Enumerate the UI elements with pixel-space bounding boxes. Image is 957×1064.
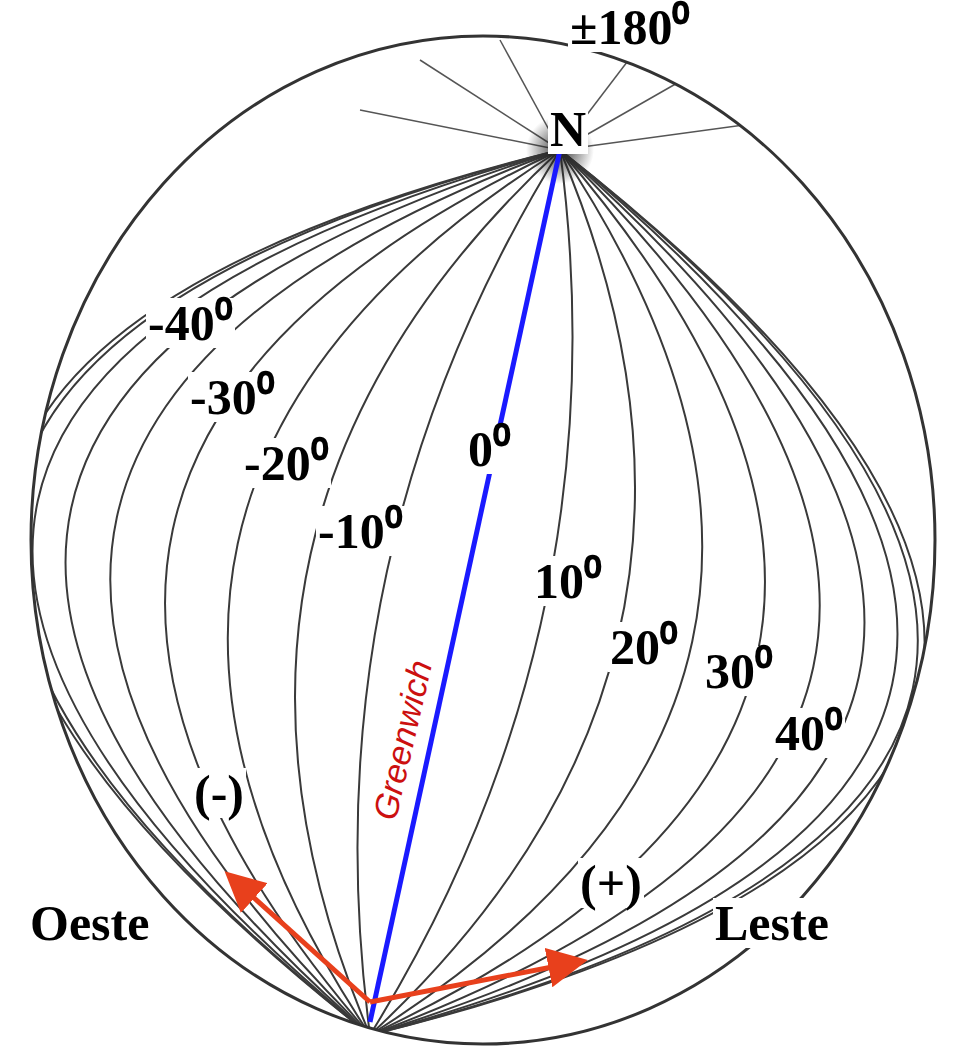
map-label: 20⁰: [608, 622, 680, 672]
meridian-line: [370, 150, 897, 1035]
map-label: -20⁰: [242, 438, 331, 488]
map-label: ±180⁰: [568, 2, 692, 52]
east-arrow: [370, 962, 578, 1002]
west-arrow: [232, 878, 370, 1002]
map-label: -40⁰: [146, 298, 235, 348]
map-label: 0⁰: [466, 424, 513, 474]
map-label: (-): [192, 768, 246, 818]
meridian-line: [228, 150, 560, 1035]
meridian-line: [165, 150, 560, 1035]
globe-outline: [31, 36, 935, 1044]
meridian-line: [370, 150, 702, 1035]
map-label: N: [548, 104, 588, 154]
map-label: 10⁰: [532, 556, 604, 606]
meridian-line: [370, 150, 918, 1035]
meridian-line: [295, 150, 560, 1035]
map-label: Oeste: [28, 898, 151, 948]
meridian-line: [370, 150, 925, 1035]
meridian-line: [110, 150, 560, 1035]
meridian-line: [5, 150, 560, 1035]
map-label: -30⁰: [188, 372, 277, 422]
meridian-line: [357, 150, 560, 1035]
map-label: 30⁰: [703, 646, 775, 696]
meridian-name: Greenwich: [367, 655, 438, 825]
map-label: (+): [578, 858, 644, 908]
map-label: Leste: [713, 898, 831, 948]
map-label: -10⁰: [316, 506, 405, 556]
map-label: 40⁰: [773, 708, 845, 758]
meridian-line: [370, 150, 864, 1035]
